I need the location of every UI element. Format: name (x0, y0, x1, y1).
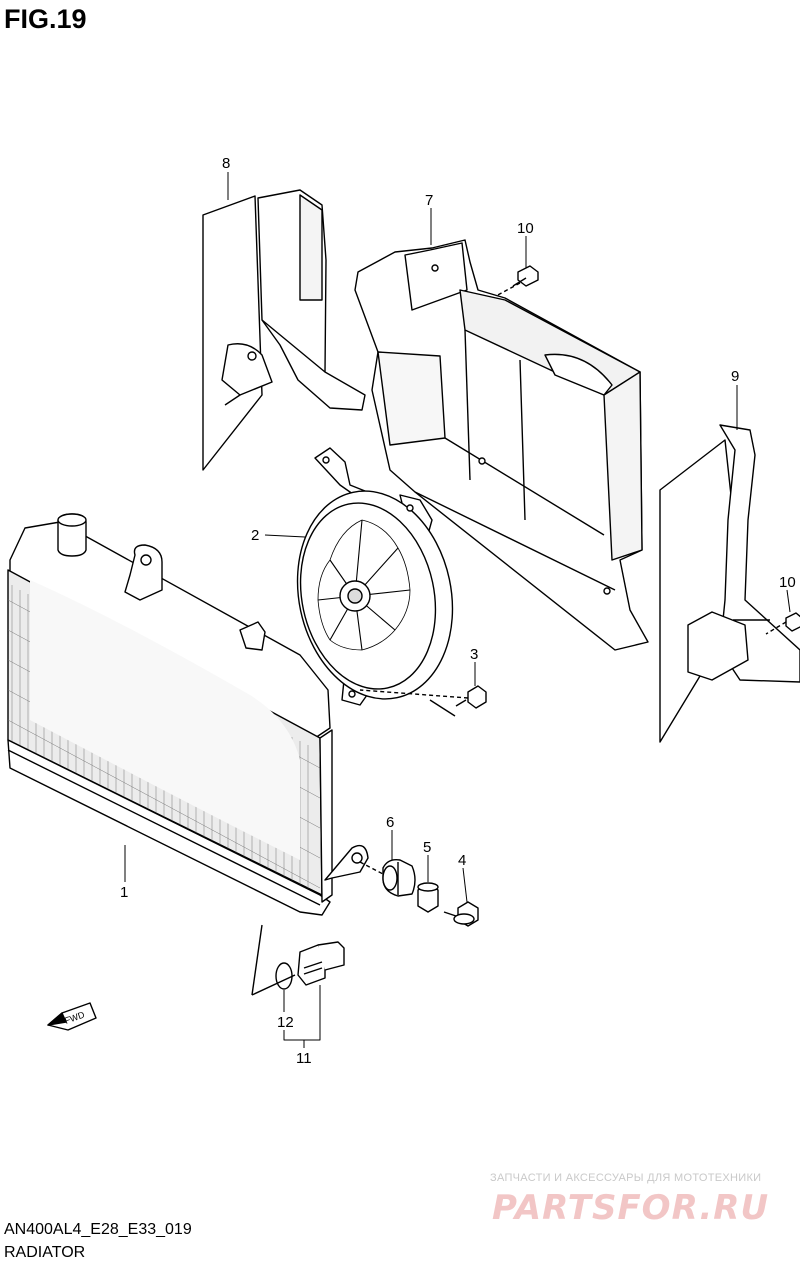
callout-8: 8 (222, 155, 230, 172)
callout-2: 2 (251, 527, 259, 544)
radiator-part1 (7, 513, 369, 916)
watermark-tagline: ЗАПЧАСТИ И АКСЕССУАРЫ ДЛЯ МОТОТЕХНИКИ (490, 1172, 762, 1184)
bolt-part10-top (495, 265, 539, 297)
fan-assembly-part2 (296, 447, 454, 706)
callout-numbers: 8 7 10 9 10 2 3 6 5 4 1 12 11 (120, 155, 796, 1067)
callout-10-top: 10 (517, 220, 534, 237)
callout-6: 6 (386, 814, 394, 831)
watermark-logo: PARTSFOR.RU (492, 1188, 770, 1228)
callout-7: 7 (425, 192, 433, 209)
right-air-guide-part9 (659, 424, 800, 743)
collar-part5 (417, 882, 439, 913)
fan-shroud-part7 (354, 239, 649, 651)
callout-3: 3 (470, 646, 478, 663)
bolt-part3 (359, 685, 487, 717)
thermo-switch-part11 (297, 941, 345, 986)
callout-5: 5 (423, 839, 431, 856)
callout-9: 9 (731, 368, 739, 385)
callout-12: 12 (277, 1014, 294, 1031)
diagram-name: RADIATOR (4, 1244, 86, 1261)
callout-10-right: 10 (779, 574, 796, 591)
leader-lines (124, 172, 791, 1048)
diagram-code: AN400AL4_E28_E33_019 (4, 1221, 192, 1238)
figure-title: FIG.19 (4, 4, 87, 34)
o-ring-part12 (275, 962, 293, 990)
grommet-part6 (382, 858, 416, 897)
callout-11: 11 (296, 1050, 312, 1067)
callout-4: 4 (458, 852, 466, 869)
left-air-guide-part8 (202, 189, 366, 471)
fwd-arrow-icon: FWD (47, 1002, 97, 1031)
bolt-part4 (443, 901, 479, 927)
bolt-part10-right (765, 612, 800, 635)
callout-1: 1 (120, 884, 128, 901)
